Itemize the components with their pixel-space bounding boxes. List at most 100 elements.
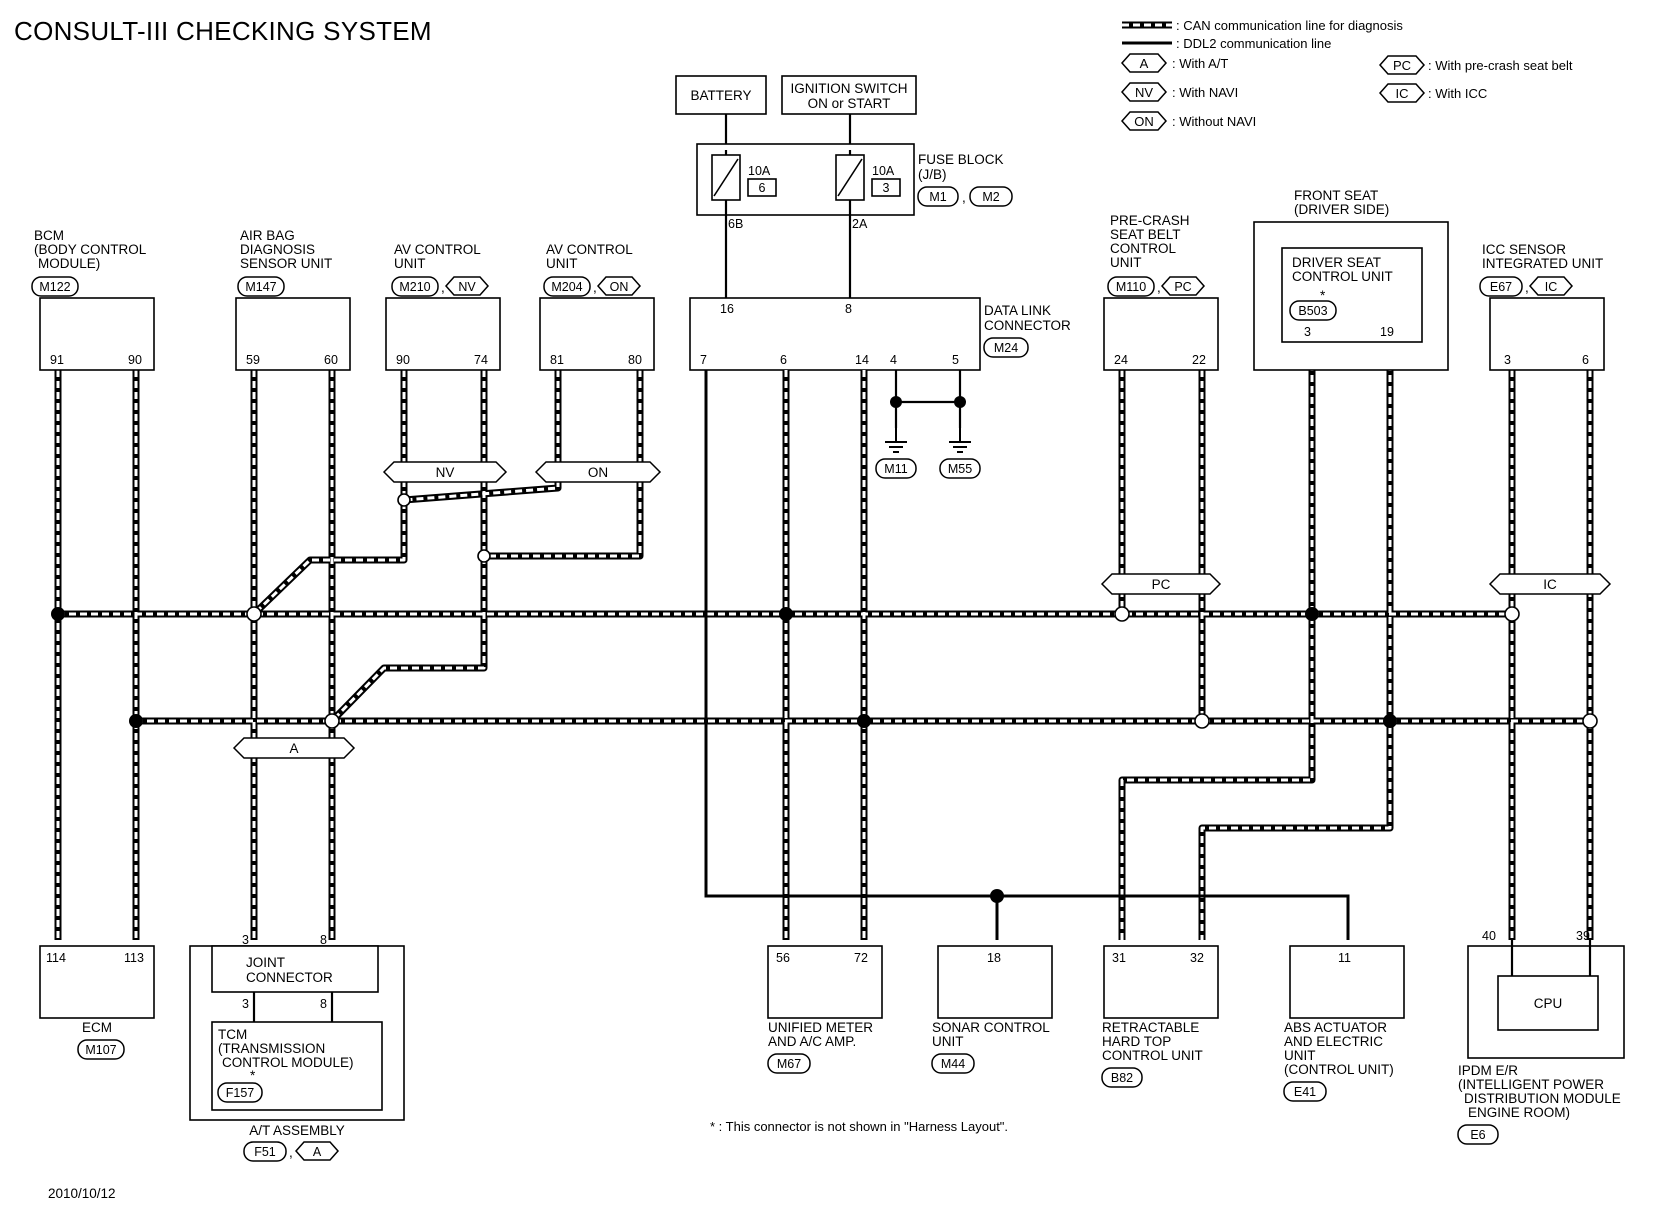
svg-text:IC: IC [1545,280,1558,294]
svg-text:F157: F157 [226,1086,255,1100]
svg-text:90: 90 [128,353,142,367]
svg-text:(J/B): (J/B) [918,167,947,182]
svg-text:22: 22 [1192,353,1206,367]
svg-text:INTEGRATED UNIT: INTEGRATED UNIT [1482,256,1603,271]
svg-text:AV CONTROL: AV CONTROL [546,242,633,257]
svg-text:RETRACTABLE: RETRACTABLE [1102,1020,1199,1035]
svg-text:UNIT: UNIT [394,256,426,271]
svg-text:M44: M44 [941,1057,965,1071]
legend: : CAN communication line for diagnosis :… [1120,18,1573,131]
svg-text:A/T ASSEMBLY: A/T ASSEMBLY [249,1123,345,1138]
svg-text:HARD TOP: HARD TOP [1102,1034,1171,1049]
svg-text:72: 72 [854,951,868,965]
svg-text:TCM: TCM [218,1027,247,1042]
svg-text:,: , [1157,280,1161,295]
svg-text:,: , [289,1145,293,1160]
svg-text:CONTROL: CONTROL [1110,241,1176,256]
svg-text:IGNITION SWITCH: IGNITION SWITCH [791,81,908,96]
svg-text:SENSOR UNIT: SENSOR UNIT [240,256,332,271]
legend-a-text: : With A/T [1172,56,1228,71]
legend-pc-text: : With pre-crash seat belt [1428,58,1573,73]
svg-text:CONTROL MODULE): CONTROL MODULE) [222,1055,354,1070]
svg-text:JOINT: JOINT [246,955,285,970]
ground-m11 [875,458,917,479]
svg-text:,: , [1525,280,1529,295]
unit-retractable-hard-top: 31 32 RETRACTABLE HARD TOP CONTROL UNIT … [1101,945,1219,1088]
svg-text:60: 60 [324,353,338,367]
svg-text:ON: ON [588,465,608,480]
svg-text:113: 113 [124,951,144,965]
svg-text:5: 5 [952,353,959,367]
legend-ic-tag [1378,83,1426,103]
svg-text:91: 91 [50,353,64,367]
svg-text:A: A [1140,56,1149,71]
svg-text:,: , [593,280,597,295]
svg-text:A: A [289,741,298,756]
unit-sonar: 18 SONAR CONTROL UNIT M44 [931,945,1053,1074]
svg-text:,: , [441,280,445,295]
svg-text:7: 7 [700,353,707,367]
svg-text:8: 8 [320,997,327,1011]
svg-text:3: 3 [883,181,890,195]
legend-on-tag [1120,111,1168,131]
svg-text:M147: M147 [245,280,276,294]
svg-text:6B: 6B [728,217,743,231]
svg-text:59: 59 [246,353,260,367]
svg-text:UNIT: UNIT [932,1034,964,1049]
svg-text:3: 3 [1504,353,1511,367]
svg-text:UNIFIED METER: UNIFIED METER [768,1020,873,1035]
dlc-label: DATA LINK [984,303,1051,318]
svg-text:IPDM E/R: IPDM E/R [1458,1063,1518,1078]
svg-text:81: 81 [550,353,564,367]
svg-text:M1: M1 [929,190,946,204]
unit-at-assembly: 3 8 JOINT CONNECTOR 3 8 TCM (TRANSMISSIO… [189,933,405,1162]
splices [51,493,1598,729]
battery-box [675,75,767,115]
svg-text:UNIT: UNIT [1110,255,1142,270]
legend-can-text: : CAN communication line for diagnosis [1176,18,1403,33]
fuse-block-label: FUSE BLOCK [918,152,1004,167]
svg-text:ECM: ECM [82,1020,112,1035]
svg-text:M24: M24 [994,341,1018,355]
svg-text:NV: NV [1135,85,1153,100]
svg-text:E41: E41 [1294,1085,1316,1099]
unit-av-control-nv: AV CONTROL UNIT M210 , NV 90 74 [385,242,501,371]
svg-text:39: 39 [1576,929,1590,943]
svg-text:M110: M110 [1116,280,1146,294]
svg-text:11: 11 [1338,951,1351,965]
svg-text:3: 3 [242,997,249,1011]
legend-a-tag [1120,53,1168,73]
svg-text:UNIT: UNIT [1284,1048,1316,1063]
svg-text:PC: PC [1393,58,1411,73]
svg-text:16: 16 [720,302,734,316]
page-title: CONSULT-III CHECKING SYSTEM [14,16,432,46]
connector-m24 [983,337,1029,358]
bus-tags: NV ON PC IC A [232,461,1612,759]
svg-text:SEAT BELT: SEAT BELT [1110,227,1181,242]
svg-text:*: * [1320,288,1326,303]
svg-text:(CONTROL UNIT): (CONTROL UNIT) [1284,1062,1394,1077]
unit-airbag: AIR BAG DIAGNOSIS SENSOR UNIT M147 59 60 [235,228,351,371]
svg-text:PC: PC [1152,577,1171,592]
svg-text:80: 80 [628,353,642,367]
svg-text:ENGINE ROOM): ENGINE ROOM) [1468,1105,1570,1120]
tag-ic [1488,573,1612,595]
svg-text:M55: M55 [948,462,972,476]
svg-text:IC: IC [1396,86,1409,101]
svg-text:CONNECTOR: CONNECTOR [246,970,333,985]
svg-text:3: 3 [242,933,249,947]
footnote: * : This connector is not shown in "Harn… [710,1119,1008,1134]
legend-pc-tag [1378,55,1426,75]
svg-text:AV CONTROL: AV CONTROL [394,242,481,257]
svg-text:SONAR CONTROL: SONAR CONTROL [932,1020,1050,1035]
svg-text:74: 74 [474,353,488,367]
unit-abs-actuator: 11 ABS ACTUATOR AND ELECTRIC UNIT (CONTR… [1283,945,1405,1102]
svg-text:M67: M67 [777,1057,801,1071]
svg-text:NV: NV [458,280,476,294]
svg-text:A: A [313,1145,322,1159]
legend-nv-tag [1120,82,1168,102]
svg-text:*: * [250,1068,256,1083]
svg-text:B503: B503 [1298,304,1327,318]
svg-text:2A: 2A [852,217,868,231]
